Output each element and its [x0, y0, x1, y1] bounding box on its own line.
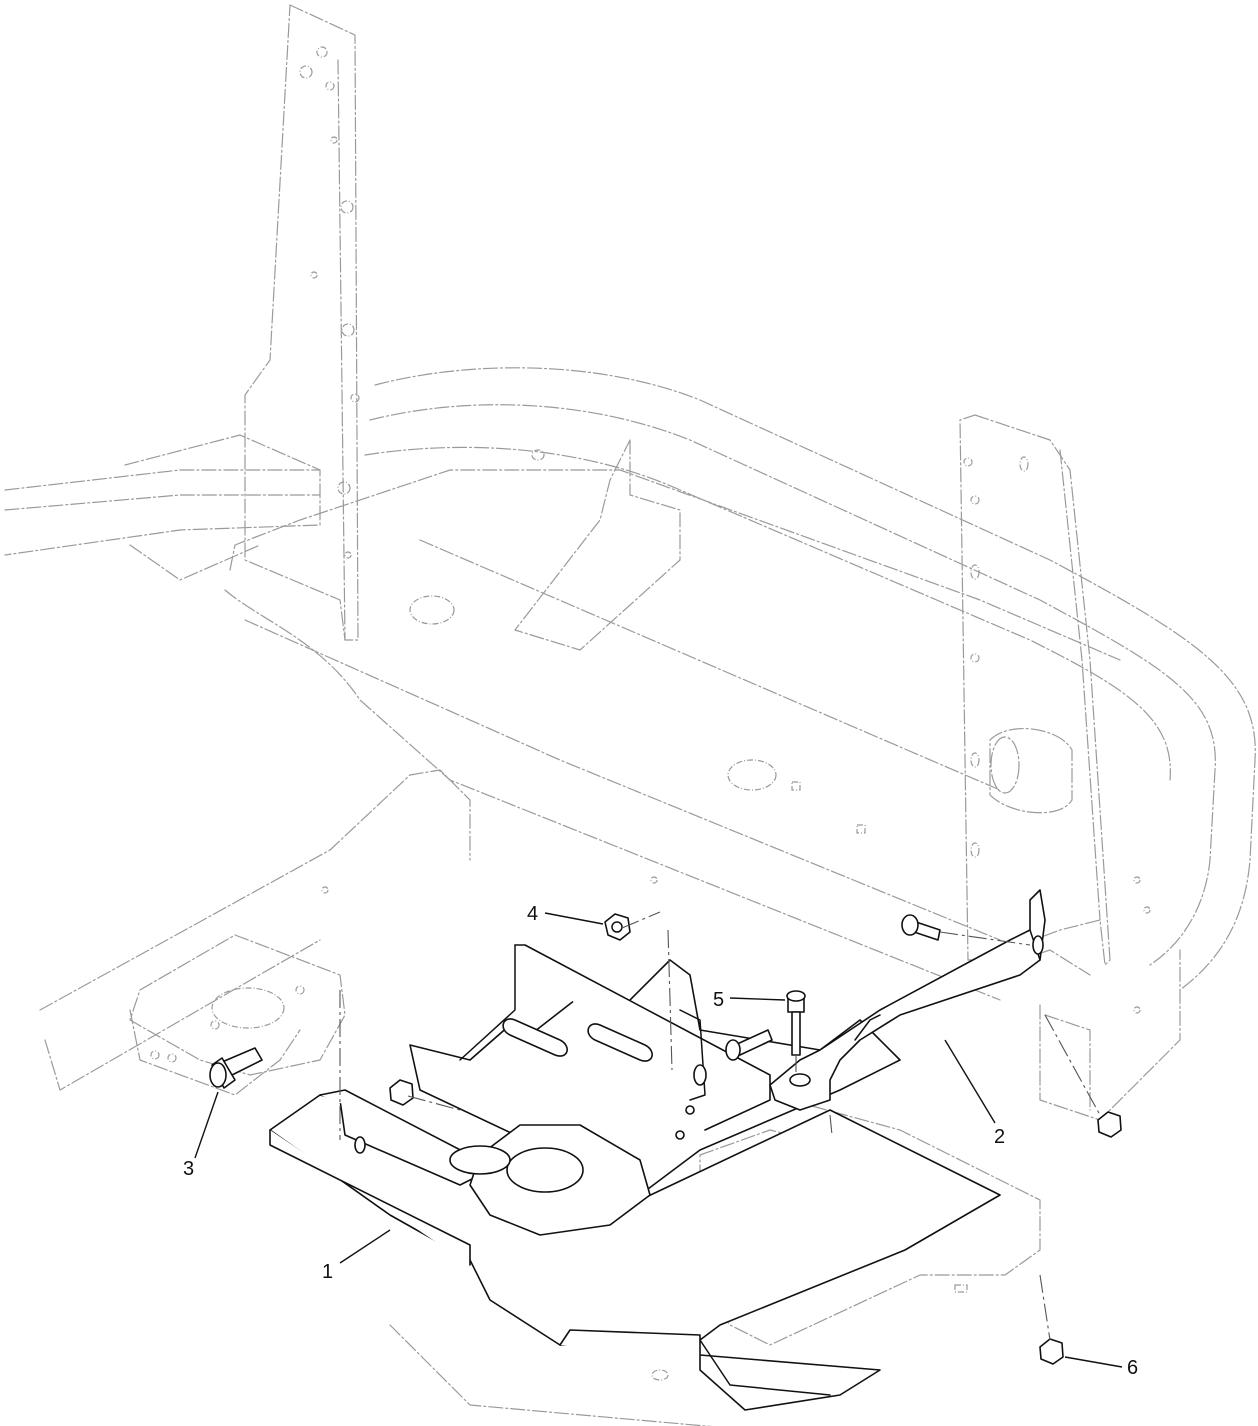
ghost-lower-left-rail: [39, 769, 471, 1011]
callout-2: 2: [994, 1126, 1005, 1148]
callout-3: 3: [183, 1158, 194, 1180]
callout-1: 1: [322, 1261, 333, 1283]
ghost-rear-rail: [374, 367, 1256, 991]
assembly-axis-lines: [339, 911, 1101, 1341]
callout-4: 4: [527, 903, 538, 925]
leader-2: [944, 1039, 996, 1124]
part-2-mount-hole: [1032, 935, 1044, 955]
ghost-center-gusset: [514, 439, 681, 651]
leader-4: [544, 912, 604, 925]
ghost-left-pivot-bracket: [129, 934, 346, 1076]
callout-5: 5: [713, 989, 724, 1011]
ghost-spacer-drum: [989, 728, 1073, 814]
callout-leaders: [194, 912, 1123, 1368]
hardware-nut: [389, 1079, 414, 1106]
callout-labels: 1 2 3 4 5 6: [183, 903, 1138, 1379]
part-6-flange-nut: [1039, 1338, 1064, 1365]
hardware-bolt: [901, 914, 941, 941]
ghost-deck-top: [229, 469, 1121, 661]
part-2-mount-hole: [789, 1073, 811, 1087]
hardware-nut: [1097, 1111, 1122, 1138]
hardware-bolt: [725, 1029, 773, 1061]
part-2-bracket: [769, 889, 1046, 1111]
ghost-frame: [4, 4, 1256, 1426]
part-3-flange-bolt: [209, 1047, 263, 1089]
leader-1: [339, 1229, 391, 1264]
ghost-right-upright-plate: [959, 414, 1111, 966]
ghost-right-front-tube: [1039, 949, 1181, 1121]
ghost-left-cross-tube: [4, 469, 321, 556]
callout-6: 6: [1127, 1357, 1138, 1379]
leader-6: [1064, 1356, 1123, 1368]
leader-5: [729, 997, 786, 1001]
part-4-flange-nut: [604, 913, 631, 941]
part-1-slot: [587, 1023, 653, 1062]
part-1-slot: [502, 1018, 568, 1057]
ghost-left-upright-plate: [244, 4, 359, 641]
leader-3: [194, 1091, 219, 1159]
part-1-mounting-plate: [269, 944, 1001, 1411]
part-5-flange-bolt: [786, 990, 806, 1056]
